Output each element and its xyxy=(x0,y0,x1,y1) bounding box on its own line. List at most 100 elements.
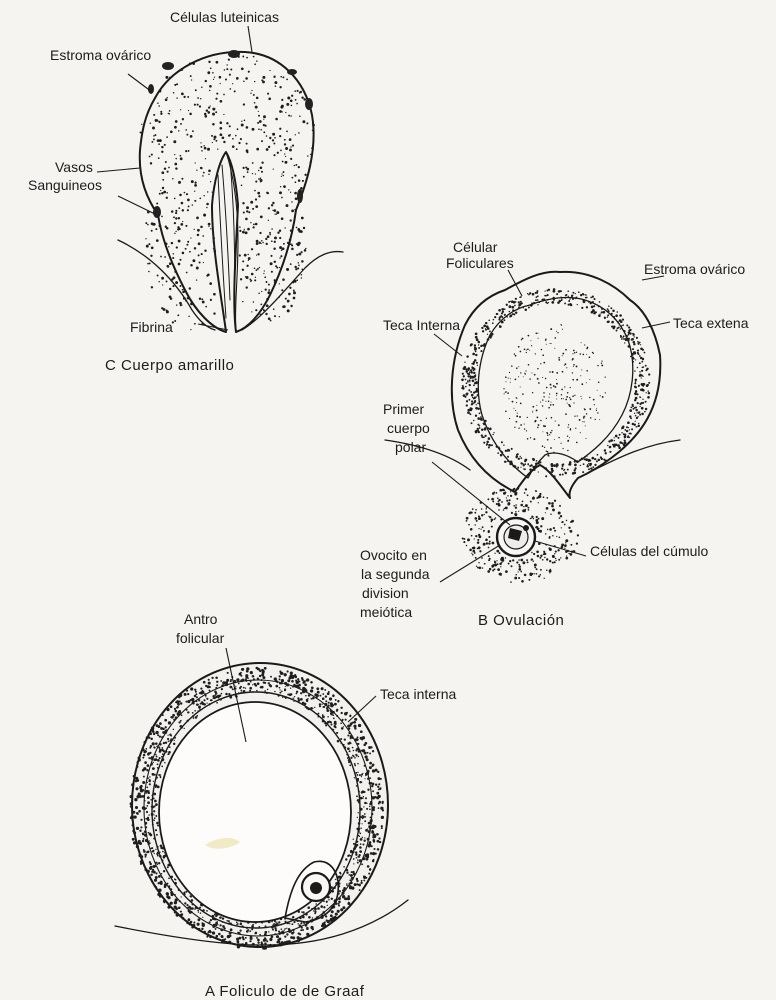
cell-dot xyxy=(524,492,526,494)
cell-dot xyxy=(269,234,271,236)
cell-dot xyxy=(147,796,150,799)
cell-dot xyxy=(478,562,479,563)
cell-dot xyxy=(252,684,253,685)
cell-dot xyxy=(203,145,205,147)
cell-dot xyxy=(213,241,215,243)
cell-dot xyxy=(334,726,336,728)
cell-dot xyxy=(512,401,514,403)
cell-dot xyxy=(359,850,362,853)
cell-dot xyxy=(303,227,305,229)
cell-dot xyxy=(589,397,590,398)
cell-dot xyxy=(505,570,508,573)
cell-dot xyxy=(288,940,291,943)
cell-dot xyxy=(622,318,624,320)
cell-dot xyxy=(190,302,193,305)
cell-dot xyxy=(536,573,538,575)
cell-dot xyxy=(597,390,598,391)
cell-dot xyxy=(492,500,494,502)
cell-dot xyxy=(378,807,380,809)
cell-dot xyxy=(516,561,518,563)
cell-dot xyxy=(221,688,223,690)
cell-dot xyxy=(564,365,565,366)
cell-dot xyxy=(219,924,221,926)
cell-dot xyxy=(472,554,474,556)
cell-dot xyxy=(203,262,204,263)
cell-dot xyxy=(535,353,536,354)
cell-dot xyxy=(561,527,562,528)
cell-dot xyxy=(539,557,541,559)
cell-dot xyxy=(151,847,153,849)
cell-dot xyxy=(581,342,582,343)
panel-c-corpus-luteum: Células luteinicas Estroma ovárico Vasos… xyxy=(28,9,343,374)
cell-dot xyxy=(572,298,574,300)
cell-dot xyxy=(245,218,248,221)
cell-dot xyxy=(371,813,373,815)
cell-dot xyxy=(254,279,256,281)
cell-dot xyxy=(565,413,567,415)
cell-dot xyxy=(148,814,150,816)
cell-dot xyxy=(222,136,225,139)
cell-dot xyxy=(302,911,304,913)
cell-dot xyxy=(359,831,360,832)
cell-dot xyxy=(518,366,519,367)
cell-dot xyxy=(240,690,242,692)
cell-dot xyxy=(629,332,631,334)
cell-dot xyxy=(173,743,175,745)
cell-dot xyxy=(209,90,210,91)
cell-dot xyxy=(253,94,255,96)
cell-dot xyxy=(335,913,338,916)
cell-dot xyxy=(533,468,536,471)
cell-dot xyxy=(537,299,539,301)
cell-dot xyxy=(273,923,275,925)
cell-dot xyxy=(178,906,181,909)
cell-dot xyxy=(269,70,270,71)
cell-dot xyxy=(570,429,572,431)
cell-dot xyxy=(532,466,534,468)
cell-dot xyxy=(140,855,143,858)
cell-dot xyxy=(350,722,353,725)
cell-dot xyxy=(176,97,177,98)
cell-dot xyxy=(300,922,302,924)
cell-dot xyxy=(525,308,528,311)
cell-dot xyxy=(200,687,202,689)
cell-dot xyxy=(491,526,493,528)
cell-dot xyxy=(548,547,550,549)
cell-dot xyxy=(322,697,325,700)
cell-dot xyxy=(322,715,324,717)
cell-dot xyxy=(377,771,379,773)
cell-dot xyxy=(357,856,359,858)
cell-dot xyxy=(540,574,542,576)
cell-dot xyxy=(635,421,636,422)
cell-dot xyxy=(624,439,626,441)
cell-dot xyxy=(528,579,530,581)
cell-dot xyxy=(210,919,212,921)
cell-dot xyxy=(160,762,162,764)
cell-dot xyxy=(350,874,353,877)
cell-dot xyxy=(542,354,544,356)
cell-dot xyxy=(584,344,585,345)
cell-dot xyxy=(535,463,538,466)
cell-dot xyxy=(260,181,261,182)
cell-dot xyxy=(183,96,185,98)
cell-dot xyxy=(550,447,552,449)
cell-dot xyxy=(511,306,514,309)
cell-dot xyxy=(642,367,643,368)
cell-dot xyxy=(362,837,363,838)
cell-dot xyxy=(251,90,252,91)
cell-dot xyxy=(307,698,309,700)
cell-dot xyxy=(590,302,592,304)
cell-dot xyxy=(616,330,618,332)
cell-dot xyxy=(284,935,286,937)
cell-dot xyxy=(236,940,239,943)
cell-dot xyxy=(182,118,184,120)
cell-dot xyxy=(503,388,504,389)
cell-dot xyxy=(258,178,260,180)
cell-dot xyxy=(294,90,296,92)
cell-dot xyxy=(484,420,486,422)
cell-dot xyxy=(553,475,556,478)
cell-dot xyxy=(593,399,595,401)
cell-dot xyxy=(537,304,538,305)
cell-dot xyxy=(524,348,526,350)
label-ovarian-stroma-c: Estroma ovárico xyxy=(50,47,151,63)
cell-dot xyxy=(516,402,517,403)
